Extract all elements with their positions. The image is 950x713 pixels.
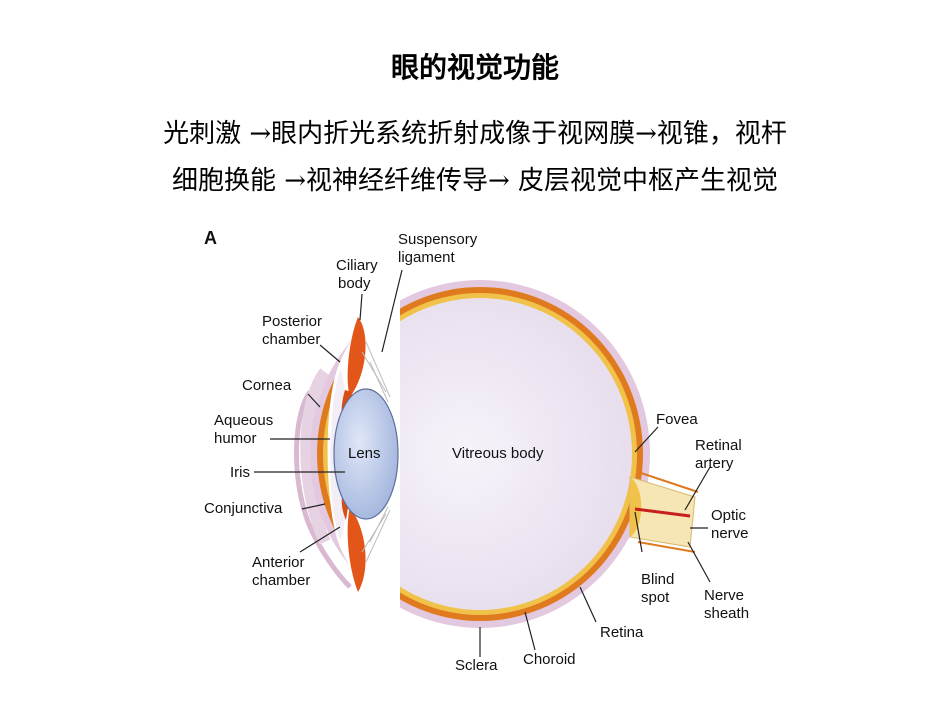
text-line-2: 细胞换能 →视神经纤维传导→ 皮层视觉中枢产生视觉 xyxy=(171,166,779,196)
eye-anatomy-diagram: A xyxy=(204,228,749,674)
leader-lines xyxy=(254,269,711,657)
label-ciliary-body-2: body xyxy=(338,275,371,292)
text-line-1: 光刺激 →眼内折光系统折射成像于视网膜→视锥，视杆 xyxy=(163,119,787,149)
ciliary-body-lower xyxy=(347,507,366,592)
label-retinal-artery-1: Retinal xyxy=(695,437,742,454)
label-posterior-chamber-1: Posterior xyxy=(262,313,322,330)
label-nerve-sheath-2: sheath xyxy=(704,605,749,622)
label-cornea: Cornea xyxy=(242,377,292,394)
label-optic-nerve-1: Optic xyxy=(711,507,747,524)
conjunctiva-layer xyxy=(294,390,352,589)
label-suspensory-ligament-1: Suspensory xyxy=(398,231,478,248)
label-optic-nerve-2: nerve xyxy=(711,525,749,542)
label-lens: Lens xyxy=(348,445,381,462)
label-retina: Retina xyxy=(600,624,644,641)
nerve-sheath-shape xyxy=(637,471,699,553)
label-fovea: Fovea xyxy=(656,411,698,428)
label-ciliary-body-1: Ciliary xyxy=(336,257,378,274)
ciliary-body-upper xyxy=(347,317,366,397)
label-iris: Iris xyxy=(230,464,250,481)
label-posterior-chamber-2: chamber xyxy=(262,331,320,348)
label-aqueous-humor-2: humor xyxy=(214,430,257,447)
label-choroid: Choroid xyxy=(523,651,576,668)
retinal-artery-line xyxy=(634,507,691,518)
label-aqueous-humor-1: Aqueous xyxy=(214,412,273,429)
label-retinal-artery-2: artery xyxy=(695,455,734,472)
label-vitreous-body: Vitreous body xyxy=(452,445,544,462)
optic-disc xyxy=(630,477,642,537)
label-blind-spot-1: Blind xyxy=(641,571,674,588)
label-conjunctiva: Conjunctiva xyxy=(204,500,283,517)
lens-shape xyxy=(333,388,399,520)
vitreous-body xyxy=(328,298,632,610)
cornea-shape xyxy=(300,368,331,545)
suspensory-ligament-fibers xyxy=(361,341,391,563)
label-sclera: Sclera xyxy=(455,657,498,674)
label-anterior-chamber-1: Anterior xyxy=(252,554,305,571)
label-nerve-sheath-1: Nerve xyxy=(704,587,744,604)
label-blind-spot-2: spot xyxy=(641,589,670,606)
panel-label: A xyxy=(204,228,217,248)
page-title: 眼的视觉功能 xyxy=(390,51,559,84)
label-suspensory-ligament-2: ligament xyxy=(398,249,456,266)
label-anterior-chamber-2: chamber xyxy=(252,572,310,589)
